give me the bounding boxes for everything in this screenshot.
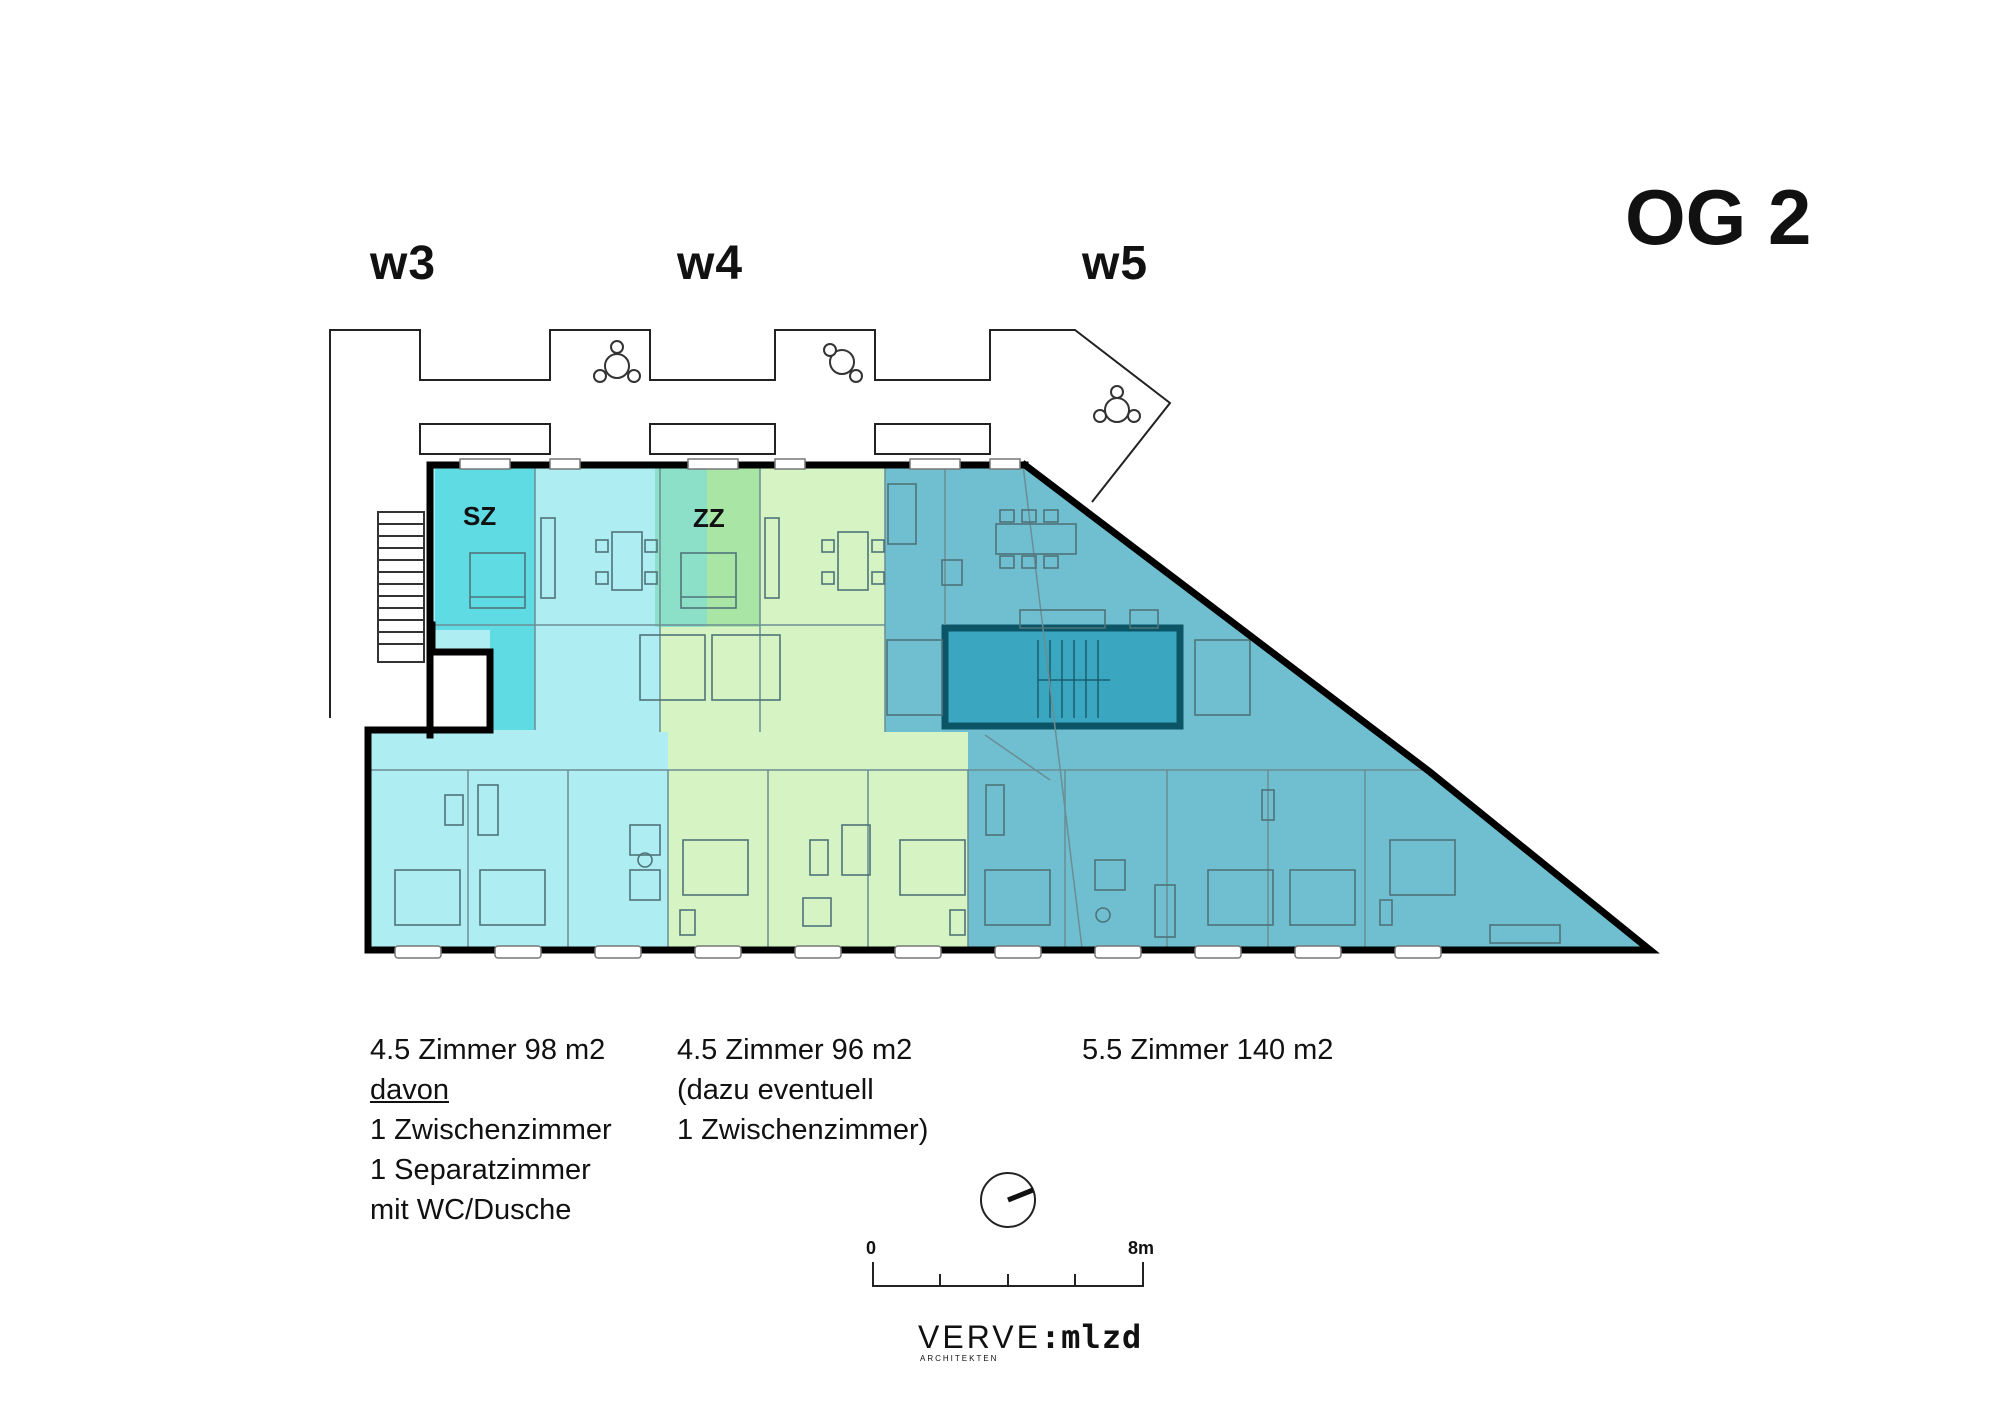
logo-brand-right: mlzd <box>1061 1318 1143 1356</box>
description-line: 4.5 Zimmer 98 m2 <box>370 1034 606 1066</box>
description-line: 5.5 Zimmer 140 m2 <box>1082 1034 1334 1066</box>
exterior-walls <box>364 460 1660 954</box>
unit-label-w3: w3 <box>370 237 437 290</box>
scale-end-label: 8m <box>1128 1238 1155 1258</box>
balcony-table-icon <box>593 340 1141 423</box>
stair-core-steps-icon <box>1037 640 1110 718</box>
exterior-stair-icon <box>377 511 425 663</box>
logo-subtitle: ARCHITEKTEN <box>920 1354 999 1363</box>
architect-logo: VERVE:mlzd ARCHITEKTEN <box>918 1318 1142 1363</box>
room-tag-sz: SZ <box>463 501 497 531</box>
description-line: 1 Separatzimmer <box>370 1154 591 1186</box>
interior-walls <box>368 464 1428 949</box>
floor-title: OG 2 <box>1625 173 1812 261</box>
description-line: mit WC/Dusche <box>370 1194 572 1226</box>
scale-start-label: 0 <box>866 1238 877 1258</box>
unit-description-w4: 4.5 Zimmer 96 m2 (dazu eventuell 1 Zwisc… <box>677 1030 928 1150</box>
logo-separator: : <box>1040 1318 1062 1356</box>
unit-description-w3: 4.5 Zimmer 98 m2 davon 1 Zwischenzimmer … <box>370 1030 612 1230</box>
room-sz-area <box>435 467 535 630</box>
description-line: (dazu eventuell <box>677 1074 874 1106</box>
description-line: davon <box>370 1074 450 1106</box>
unit-w5-area <box>885 465 1650 947</box>
unit-label-w4: w4 <box>677 237 744 290</box>
unit-label-w5: w5 <box>1082 237 1149 290</box>
logo-brand-left: VERVE <box>918 1319 1041 1355</box>
room-sz-lower <box>490 630 535 730</box>
description-line: 1 Zwischenzimmer) <box>677 1114 929 1146</box>
description-line: 1 Zwischenzimmer <box>370 1114 612 1146</box>
north-arrow-icon <box>980 1172 1036 1228</box>
scale-bar <box>872 1262 1144 1287</box>
unit-description-w5: 5.5 Zimmer 140 m2 <box>1082 1030 1333 1070</box>
balcony-outline <box>329 329 1172 718</box>
window-openings <box>394 458 1442 959</box>
description-line: 4.5 Zimmer 96 m2 <box>677 1034 913 1066</box>
room-tag-zz: ZZ <box>693 503 725 533</box>
furniture-icons <box>394 483 1561 944</box>
